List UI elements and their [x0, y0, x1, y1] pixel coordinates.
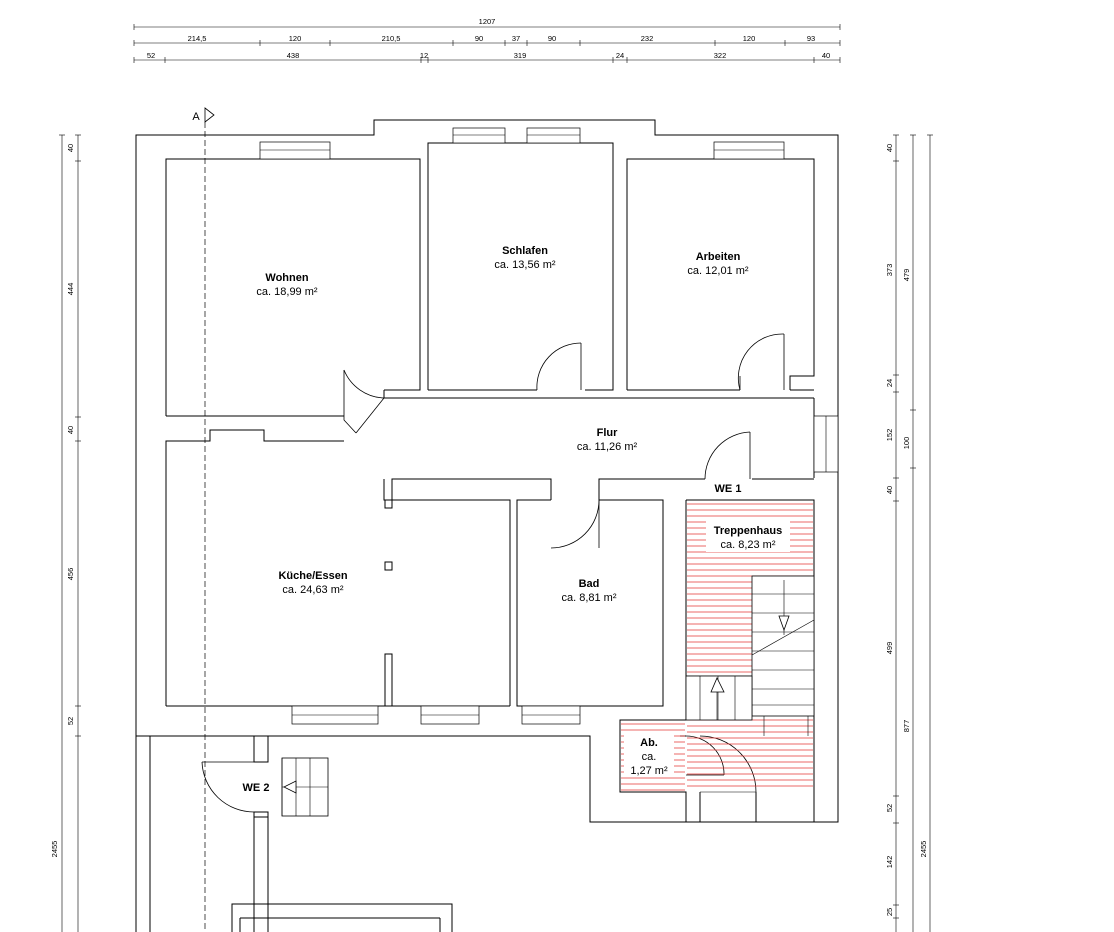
room-name-treppenhaus: Treppenhaus: [714, 525, 782, 537]
dim-right-mid: 479: [902, 269, 911, 282]
dim-right: 499: [885, 642, 894, 655]
dim-left-total: 2455: [50, 841, 59, 858]
dim-right: 52: [885, 804, 894, 812]
dim-top-row3: 438: [287, 51, 300, 60]
room-name-bad: Bad: [579, 578, 600, 590]
dim-right: 40: [885, 144, 894, 152]
dim-right: 40: [885, 486, 894, 494]
room-area-flur: ca. 11,26 m²: [577, 441, 638, 453]
dim-top-row2: 93: [807, 34, 815, 43]
dim-left: 444: [66, 283, 75, 296]
dim-right-mid: 877: [902, 720, 911, 733]
left-dimension-chains: 40 444 40 456 52 2455: [50, 134, 81, 932]
room-name-arbeiten: Arbeiten: [696, 251, 741, 263]
room-name-flur: Flur: [597, 427, 618, 439]
windows: [259, 127, 839, 725]
dim-right: 142: [885, 856, 894, 869]
dim-right: 152: [885, 429, 894, 442]
dim-left: 40: [66, 144, 75, 152]
dim-top-row3: 52: [147, 51, 155, 60]
room-name-abstell: Ab.: [640, 737, 658, 749]
dim-right-outer: 2455: [919, 841, 928, 858]
dim-top-row2: 214,5: [188, 34, 207, 43]
dim-top-row3: 319: [514, 51, 527, 60]
room-name-schlafen: Schlafen: [502, 245, 548, 257]
we2-entrance-stairs: [281, 757, 329, 817]
room-area-abstell-1: ca.: [642, 751, 657, 763]
room-area-wohnen: ca. 18,99 m²: [256, 286, 317, 298]
dim-right: 24: [885, 379, 894, 387]
dim-top-row2: 210,5: [382, 34, 401, 43]
section-marker: A: [192, 111, 200, 123]
dim-top-row2: 120: [289, 34, 302, 43]
dim-top-row2: 232: [641, 34, 654, 43]
unit-label-we2: WE 2: [243, 782, 270, 794]
dim-right: 25: [885, 908, 894, 916]
dim-top-row3: 12: [420, 51, 428, 60]
dim-top-row3: 40: [822, 51, 830, 60]
dim-top-total: 1207: [479, 17, 496, 26]
dim-top-row2: 120: [743, 34, 756, 43]
unit-label-we1: WE 1: [715, 483, 742, 495]
dim-top-row2: 90: [475, 34, 483, 43]
dim-right-mid: 100: [902, 437, 911, 450]
room-area-abstell-2: 1,27 m²: [630, 765, 668, 777]
dim-left: 456: [66, 568, 75, 581]
dim-right: 373: [885, 264, 894, 277]
room-area-treppenhaus: ca. 8,23 m²: [720, 539, 775, 551]
entry-arrow-icon: [283, 780, 297, 794]
dim-left: 52: [66, 717, 75, 725]
dim-left: 40: [66, 426, 75, 434]
right-dimension-chains: 40 373 24 152 40 499 52 142 25 479 100 8…: [885, 134, 933, 932]
room-name-kueche: Küche/Essen: [278, 570, 347, 582]
stair-down-arrow-icon: [778, 615, 790, 632]
room-name-wohnen: Wohnen: [265, 272, 308, 284]
dim-top-row2: 37: [512, 34, 520, 43]
section-arrow-icon: [204, 107, 215, 123]
section-line-a: A: [192, 107, 215, 932]
dim-top-row3: 322: [714, 51, 727, 60]
dim-top-row2: 90: [548, 34, 556, 43]
room-area-schlafen: ca. 13,56 m²: [494, 259, 555, 271]
room-area-bad: ca. 8,81 m²: [561, 592, 616, 604]
doors: [201, 333, 785, 813]
dim-top-row3: 24: [616, 51, 624, 60]
stair-up-arrow-icon: [710, 677, 725, 693]
walls: [135, 119, 839, 932]
room-area-kueche: ca. 24,63 m²: [282, 584, 343, 596]
room-area-arbeiten: ca. 12,01 m²: [687, 265, 748, 277]
room-labels: Wohnen ca. 18,99 m² Schlafen ca. 13,56 m…: [243, 245, 790, 794]
top-dimension-chains: 1207 214,5 120 210,5 90 37 90 232 120 93…: [133, 17, 841, 63]
